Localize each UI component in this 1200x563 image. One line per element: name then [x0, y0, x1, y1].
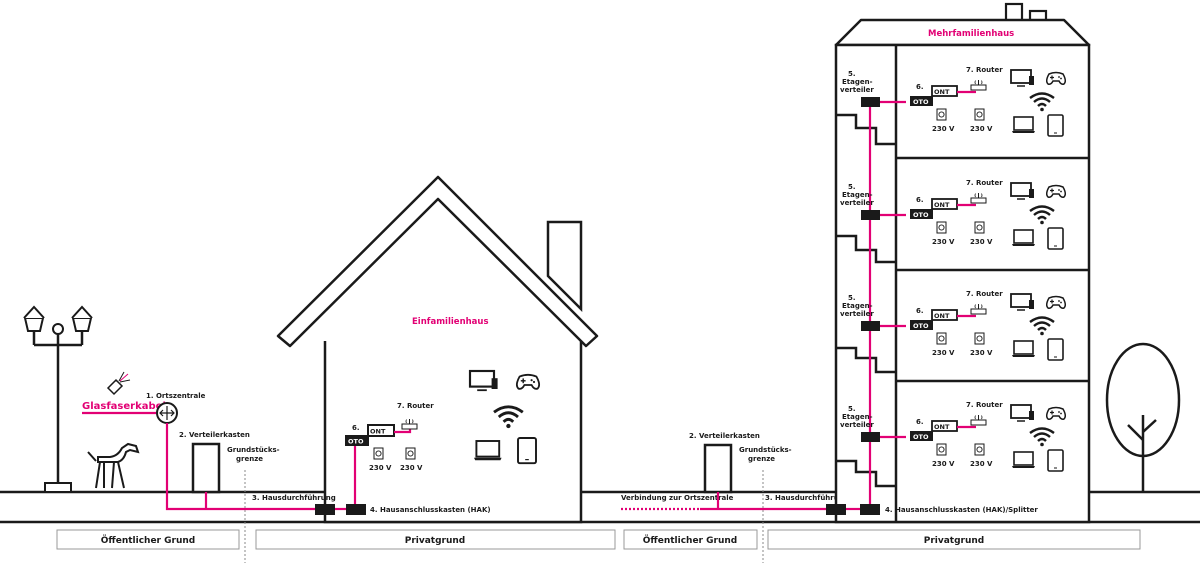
svg-text:verteiler: verteiler — [840, 421, 874, 429]
svg-text:Privatgrund: Privatgrund — [405, 536, 466, 546]
svg-text:Etagen-: Etagen- — [842, 78, 873, 86]
svg-text:230 V: 230 V — [970, 349, 993, 357]
svg-text:ONT: ONT — [934, 423, 950, 431]
hak-efh — [346, 504, 366, 515]
verteilerkasten-label-1: 2. Verteilerkasten — [179, 431, 250, 439]
verteilerkasten-label-2: 2. Verteilerkasten — [689, 432, 760, 440]
svg-text:7. Router: 7. Router — [966, 290, 1003, 298]
verteilerkasten-1 — [191, 442, 221, 494]
svg-text:ONT: ONT — [934, 201, 950, 209]
street-lamp-icon — [23, 305, 93, 493]
svg-text:OTO: OTO — [913, 98, 929, 106]
svg-text:Öffentlicher Grund: Öffentlicher Grund — [643, 535, 737, 546]
svg-text:230 V: 230 V — [970, 125, 993, 133]
svg-text:230 V: 230 V — [970, 460, 993, 468]
svg-text:Privatgrund: Privatgrund — [924, 536, 985, 546]
grenze-label-1b: grenze — [236, 455, 263, 463]
svg-text:ONT: ONT — [934, 88, 950, 96]
hak-mfh-label: 4. Hausanschlusskasten (HAK)/Splitter — [885, 506, 1038, 514]
svg-text:5.: 5. — [848, 294, 856, 302]
svg-text:6.: 6. — [916, 307, 924, 315]
svg-text:Etagen-: Etagen- — [842, 302, 873, 310]
einfamilienhaus-label: Einfamilienhaus — [412, 317, 489, 327]
hausdurchfuehrung-label-2: 3. Hausdurchführung — [765, 494, 849, 502]
svg-text:verteiler: verteiler — [840, 310, 874, 318]
svg-text:6.: 6. — [916, 418, 924, 426]
verbindung-label: Verbindung zur Ortszentrale — [621, 494, 734, 502]
svg-text:5.: 5. — [848, 183, 856, 191]
mfh-floor-1: 5. Etagen- verteiler 6. ONT OTO 7. Route… — [840, 66, 1067, 137]
svg-text:6.: 6. — [916, 83, 924, 91]
svg-text:verteiler: verteiler — [840, 86, 874, 94]
mfh-floor-2: 5. Etagen- verteiler 6. ONT OTO 7. Route… — [840, 179, 1067, 250]
verteilerkasten-2 — [703, 443, 733, 494]
ortszentrale-label: 1. Ortszentrale — [146, 392, 206, 400]
zone-privat-1: Privatgrund — [255, 529, 616, 550]
svg-text:230 V: 230 V — [369, 464, 392, 472]
svg-text:OTO: OTO — [913, 322, 929, 330]
svg-text:verteiler: verteiler — [840, 199, 874, 207]
mfh-floor-4: 5. Etagen- verteiler 6. ONT OTO 7. Route… — [840, 401, 1067, 472]
mehrfamilienhaus-label: Mehrfamilienhaus — [928, 29, 1014, 39]
svg-text:7. Router: 7. Router — [966, 179, 1003, 187]
svg-text:Öffentlicher Grund: Öffentlicher Grund — [101, 535, 195, 546]
svg-text:6.: 6. — [352, 424, 360, 432]
svg-text:230 V: 230 V — [932, 460, 955, 468]
grenze-label-2b: grenze — [748, 455, 775, 463]
zone-oeffentlich-1: Öffentlicher Grund — [56, 529, 240, 550]
hausdurchfuehrung-efh — [315, 504, 335, 515]
zone-oeffentlich-2: Öffentlicher Grund — [623, 529, 758, 550]
svg-text:5.: 5. — [848, 70, 856, 78]
router-label: 7. Router — [397, 402, 434, 410]
fiber-cable-icon — [106, 371, 131, 396]
svg-text:230 V: 230 V — [932, 349, 955, 357]
svg-text:OTO: OTO — [913, 211, 929, 219]
svg-text:230 V: 230 V — [932, 238, 955, 246]
hausdurchfuehrung-mfh — [826, 504, 846, 515]
fiber-line-left — [165, 423, 330, 511]
dog-icon — [87, 442, 140, 489]
svg-text:7. Router: 7. Router — [966, 66, 1003, 74]
svg-text:ONT: ONT — [934, 312, 950, 320]
efh-unit: 6. ONT OTO 7. Router 230 V 230 V — [345, 369, 541, 509]
einfamilienhaus — [276, 175, 599, 524]
tree-icon — [1105, 342, 1181, 492]
mfh-floor-3: 5. Etagen- verteiler 6. ONT OTO 7. Route… — [840, 290, 1067, 361]
svg-text:6.: 6. — [916, 196, 924, 204]
svg-text:Etagen-: Etagen- — [842, 191, 873, 199]
svg-text:Etagen-: Etagen- — [842, 413, 873, 421]
svg-text:5.: 5. — [848, 405, 856, 413]
svg-text:230 V: 230 V — [400, 464, 423, 472]
hak-efh-label: 4. Hausanschlusskasten (HAK) — [370, 506, 491, 514]
grenze-label-1a: Grundstücks- — [227, 446, 280, 454]
svg-text:OTO: OTO — [913, 433, 929, 441]
zone-privat-2: Privatgrund — [767, 529, 1141, 550]
grenze-label-2a: Grundstücks- — [739, 446, 792, 454]
hausdurchfuehrung-label-1: 3. Hausdurchführung — [252, 494, 336, 502]
svg-text:7. Router: 7. Router — [966, 401, 1003, 409]
hak-mfh — [860, 504, 880, 515]
mehrfamilienhaus — [834, 2, 1091, 524]
svg-text:230 V: 230 V — [970, 238, 993, 246]
svg-text:230 V: 230 V — [932, 125, 955, 133]
glasfaserkabel-label: Glasfaserkabel — [82, 401, 166, 412]
ont-label: ONT — [370, 428, 386, 436]
oto-label: OTO — [348, 438, 364, 446]
